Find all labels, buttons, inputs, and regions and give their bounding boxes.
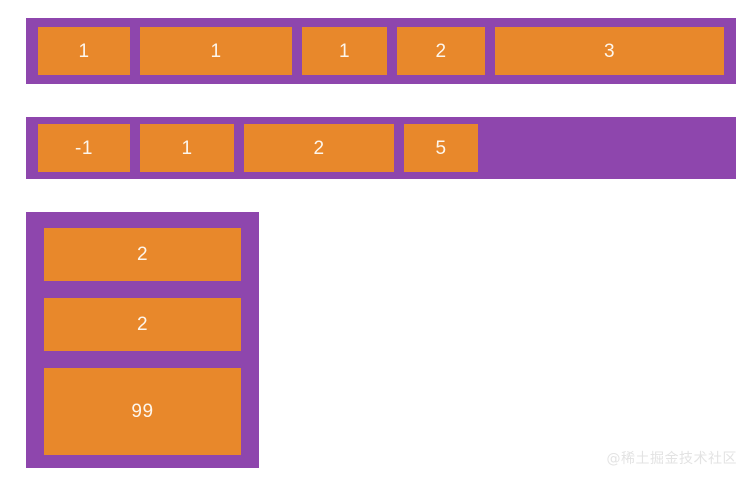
flex-item: 2 — [44, 298, 241, 351]
flex-item: 5 — [404, 124, 478, 172]
flex-item: -1 — [38, 124, 130, 172]
flex-item: 1 — [140, 27, 292, 75]
flex-item: 2 — [397, 27, 485, 75]
flex-item: 1 — [38, 27, 130, 75]
flex-container-row-2: -1 1 2 5 — [26, 117, 736, 179]
watermark: @稀土掘金技术社区 — [606, 451, 737, 467]
flex-container-row-1: 1 1 1 2 3 — [26, 18, 736, 84]
flex-item: 99 — [44, 368, 241, 455]
flex-container-column-3: 2 2 99 — [26, 212, 259, 468]
flex-item: 1 — [140, 124, 234, 172]
flex-item: 3 — [495, 27, 724, 75]
flex-item: 1 — [302, 27, 387, 75]
flex-item: 2 — [244, 124, 394, 172]
flex-item: 2 — [44, 228, 241, 281]
